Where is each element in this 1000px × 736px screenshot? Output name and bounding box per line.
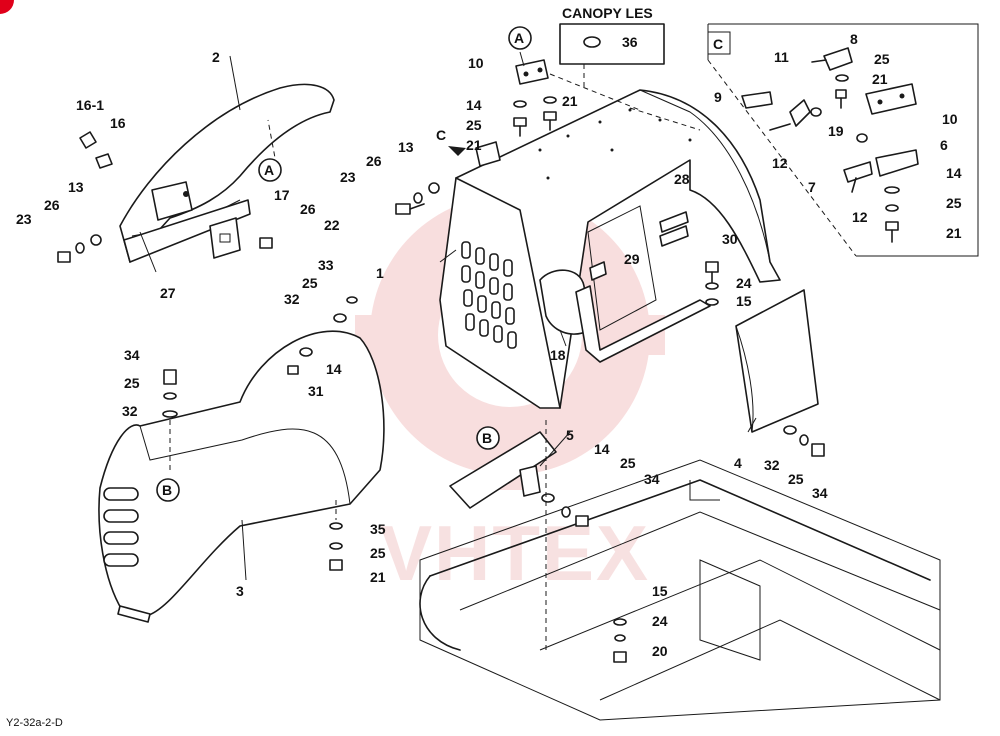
callout-25-fender-bottom: 25 [370, 545, 386, 561]
corner-mark-icon [0, 0, 14, 14]
view-marker-b-frame: B [476, 426, 500, 450]
fender-3 [98, 296, 385, 623]
callout-25-frame: 25 [620, 455, 636, 471]
callout-13-center: 13 [398, 139, 414, 155]
callout-11: 11 [774, 49, 789, 65]
watermark-text: VHTEX [380, 509, 650, 597]
svg-text:A: A [264, 162, 274, 178]
vent-grille [461, 241, 517, 349]
callout-21-top-left: 21 [466, 137, 482, 153]
callout-14-fender: 14 [326, 361, 342, 377]
callout-21-top-right: 21 [562, 93, 578, 109]
view-marker-b-fender: B [156, 478, 180, 502]
callout-21-fender-bottom: 21 [370, 569, 386, 585]
callout-30: 30 [722, 231, 738, 247]
callout-14-frame: 14 [594, 441, 610, 457]
callout-26-center: 26 [366, 153, 382, 169]
callout-5: 5 [566, 427, 574, 443]
callout-6: 6 [940, 137, 948, 153]
callout-numbers: 2 16-1 16 13 26 23 17 26 22 27 13 26 23 … [16, 31, 962, 659]
detail-c-box: C [707, 23, 979, 257]
callout-17: 17 [274, 187, 290, 203]
callout-7: 7 [808, 179, 816, 195]
callout-12-right: 12 [852, 209, 868, 225]
callout-14-top: 14 [466, 97, 482, 113]
callout-22: 22 [324, 217, 340, 233]
view-marker-a-cover: A [258, 158, 282, 182]
callout-4: 4 [734, 455, 742, 471]
machine-frame [419, 420, 941, 721]
leader-lines [139, 51, 757, 581]
svg-text:B: B [482, 430, 492, 446]
callout-26-mid: 26 [300, 201, 316, 217]
canopy-part-number: 36 [622, 34, 638, 50]
callout-24-bottom: 24 [652, 613, 668, 629]
canopy-box: CANOPY LES 36 [559, 5, 665, 88]
callout-25-fender-top: 25 [302, 275, 318, 291]
callout-10-top: 10 [468, 55, 484, 71]
callout-21-detail-top: 21 [872, 71, 888, 87]
view-marker-c: C [436, 127, 446, 143]
callout-25-left: 25 [124, 375, 140, 391]
callout-20: 20 [652, 643, 668, 659]
callout-3: 3 [236, 583, 244, 599]
callout-31: 31 [308, 383, 324, 399]
callout-32-fender-top: 32 [284, 291, 300, 307]
callout-16: 16 [110, 115, 126, 131]
callout-23-center: 23 [340, 169, 356, 185]
callout-28: 28 [674, 171, 690, 187]
document-code: Y2-32a-2-D [6, 717, 63, 729]
callout-2: 2 [212, 49, 220, 65]
callout-25-detail: 25 [946, 195, 962, 211]
callout-8: 8 [850, 31, 858, 47]
callout-1: 1 [376, 265, 384, 281]
callout-16-1: 16-1 [76, 97, 104, 113]
callout-27: 27 [160, 285, 176, 301]
callout-23-left: 23 [16, 211, 32, 227]
callout-19: 19 [828, 123, 844, 139]
callout-10-detail: 10 [942, 111, 958, 127]
callout-25-top: 25 [466, 117, 482, 133]
callout-15-right: 15 [736, 293, 752, 309]
detail-label: C [713, 36, 723, 52]
callout-29: 29 [624, 251, 640, 267]
callout-14-detail: 14 [946, 165, 962, 181]
callout-32-left: 32 [122, 403, 138, 419]
view-marker-a-top: A [508, 26, 532, 50]
callout-9: 9 [714, 89, 722, 105]
rear-panel-4 [735, 289, 825, 457]
callout-25-right: 25 [788, 471, 804, 487]
callout-15-bottom: 15 [652, 583, 668, 599]
callout-34-left: 34 [124, 347, 140, 363]
svg-text:B: B [162, 482, 172, 498]
fender-slots [103, 487, 139, 567]
callout-24-right: 24 [736, 275, 752, 291]
svg-text:A: A [514, 30, 524, 46]
callout-25-detail-top: 25 [874, 51, 890, 67]
callout-12-left: 12 [772, 155, 788, 171]
callout-34-right: 34 [812, 485, 828, 501]
callout-13-left: 13 [68, 179, 84, 195]
top-cover-2 [57, 83, 335, 263]
callout-26-left: 26 [44, 197, 60, 213]
callout-34-frame: 34 [644, 471, 660, 487]
callout-35: 35 [370, 521, 386, 537]
callout-18: 18 [550, 347, 566, 363]
canopy-label: CANOPY LES [562, 5, 653, 21]
callout-32-right: 32 [764, 457, 780, 473]
callout-21-detail: 21 [946, 225, 962, 241]
callout-33: 33 [318, 257, 334, 273]
